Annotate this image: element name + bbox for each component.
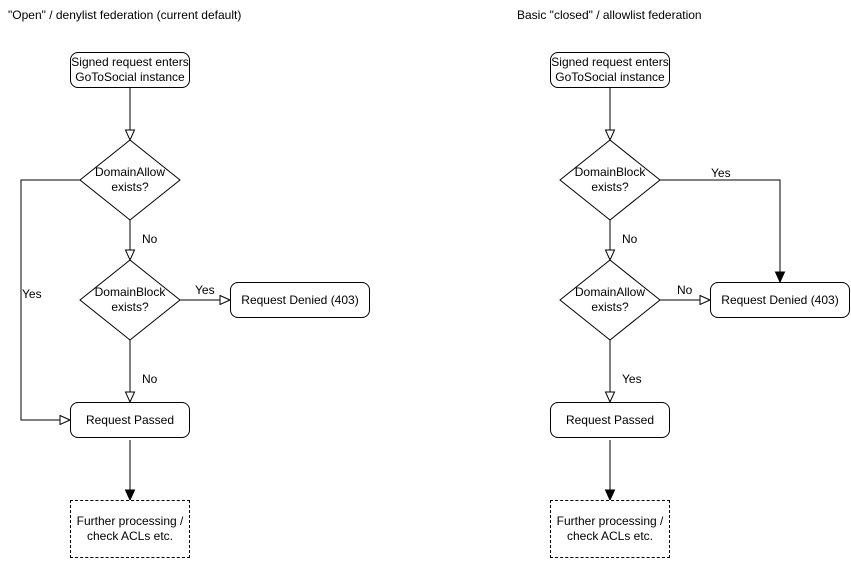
right-decision2-no-label: No <box>677 283 693 297</box>
right-further-processing-node: Further processing / check ACLs etc. <box>550 500 670 558</box>
edge-right-decision1-yes <box>660 179 780 282</box>
right-decision1-no-label: No <box>622 232 638 246</box>
right-decision2-yes-label: Yes <box>622 372 642 386</box>
left-decision2-yes-label: Yes <box>195 283 215 297</box>
left-start-node: Signed request enters GoToSocial instanc… <box>70 52 190 88</box>
right-request-denied-node: Request Denied (403) <box>710 282 850 318</box>
left-request-denied-node: Request Denied (403) <box>230 282 370 318</box>
left-decision-domainblock-shape <box>79 259 181 341</box>
left-decision-domainallow-shape <box>79 139 181 221</box>
right-flowchart-title: Basic "closed" / allowlist federation <box>517 8 702 22</box>
left-decision1-no-label: No <box>142 232 158 246</box>
left-decision2-no-label: No <box>142 372 158 386</box>
right-decision-domainblock-shape <box>559 139 661 221</box>
right-decision-domainallow-shape <box>559 259 661 341</box>
edge-left-decision1-yes <box>20 179 80 420</box>
left-flowchart-title: "Open" / denylist federation (current de… <box>8 8 242 22</box>
right-request-passed-node: Request Passed <box>550 402 670 438</box>
right-start-node: Signed request enters GoToSocial instanc… <box>550 52 670 88</box>
right-decision1-yes-label: Yes <box>711 166 731 180</box>
left-further-processing-node: Further processing / check ACLs etc. <box>70 500 190 558</box>
left-request-passed-node: Request Passed <box>70 402 190 438</box>
left-decision1-yes-label: Yes <box>22 287 42 301</box>
